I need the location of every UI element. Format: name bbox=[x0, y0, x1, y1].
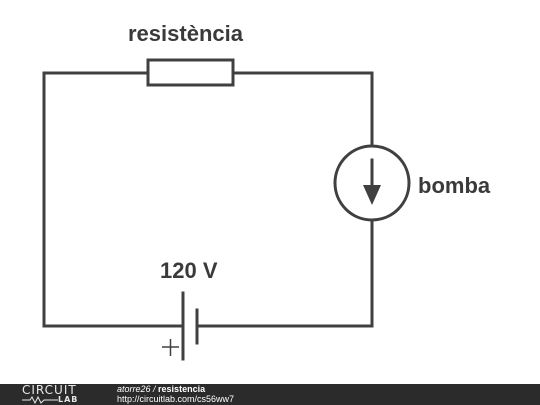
circuit-url[interactable]: http://circuitlab.com/cs56ww7 bbox=[117, 394, 235, 404]
logo-lab-text: LAB bbox=[58, 395, 79, 404]
circuit-canvas bbox=[42, 58, 411, 361]
path-separator: / bbox=[150, 384, 159, 394]
pump-label: bomba bbox=[418, 173, 491, 198]
logo-resistor-icon bbox=[22, 396, 58, 404]
logo-circuit-text: CIRCUIT bbox=[22, 383, 77, 397]
author-line: atorre26 / resistencia bbox=[117, 384, 205, 394]
resistor-symbol bbox=[146, 58, 235, 87]
source-label: 120 V bbox=[160, 258, 218, 283]
schematic bbox=[42, 58, 411, 361]
footer-bar: CIRCUIT LAB atorre26 / resistencia http:… bbox=[0, 384, 540, 405]
author-link[interactable]: atorre26 bbox=[117, 384, 151, 394]
plus-sign bbox=[162, 339, 179, 356]
circuit-name[interactable]: resistencia bbox=[158, 384, 206, 394]
resistor-label: resistència bbox=[128, 21, 243, 46]
pump-arrow-head bbox=[363, 185, 381, 205]
